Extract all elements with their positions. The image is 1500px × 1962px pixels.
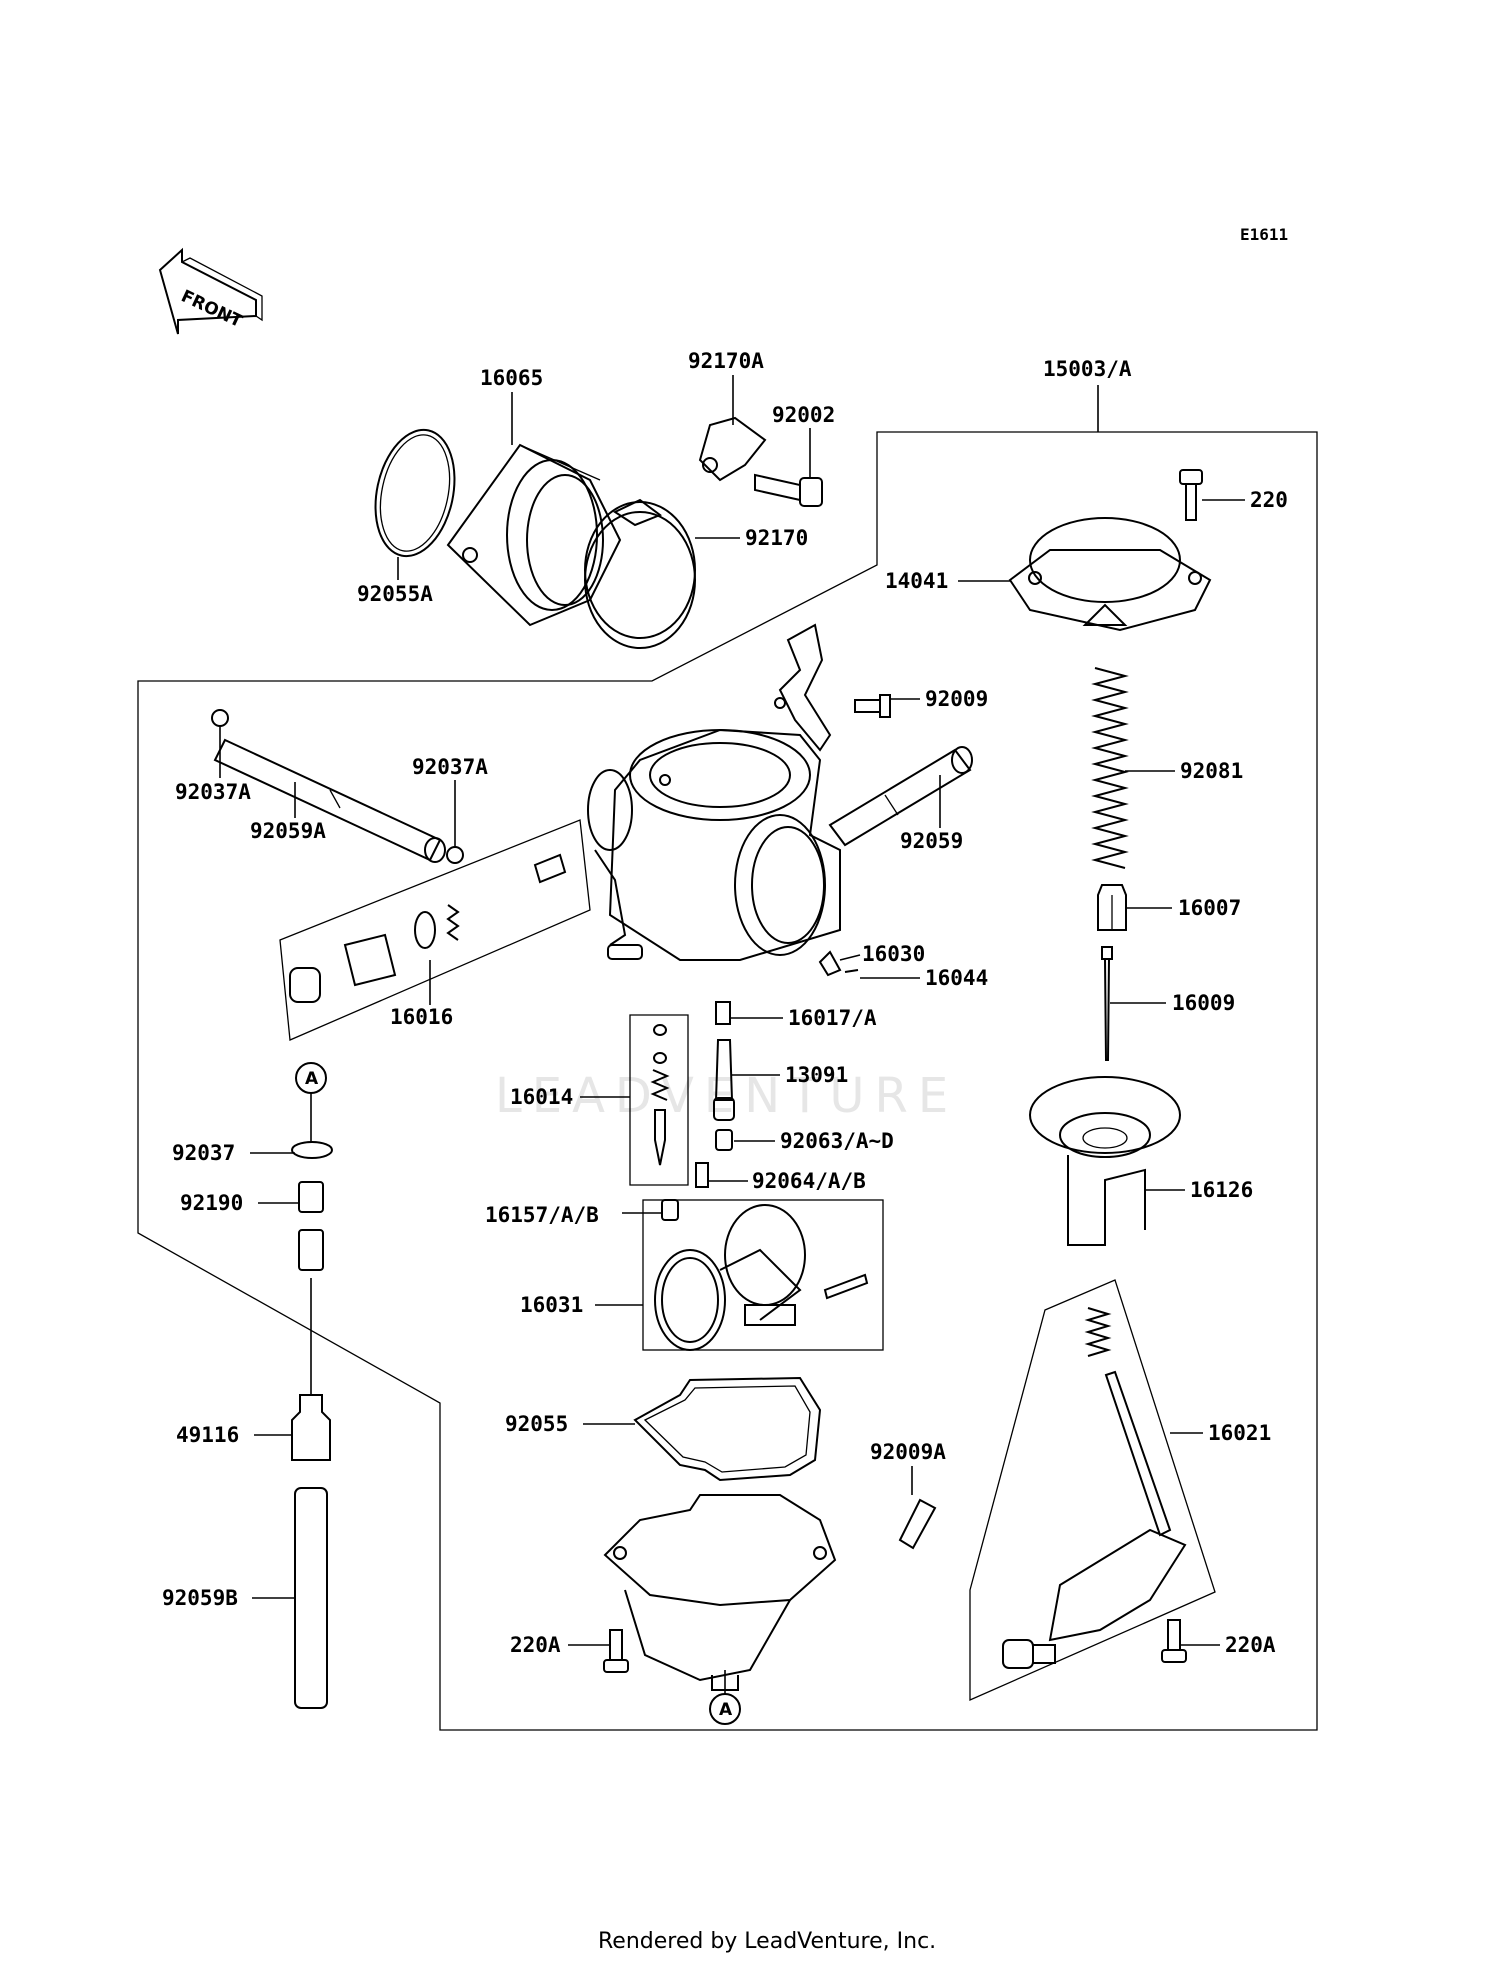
tube-92059A bbox=[213, 738, 446, 863]
label-16044: 16044 bbox=[925, 966, 988, 990]
label-16021: 16021 bbox=[1208, 1421, 1271, 1445]
label-16126: 16126 bbox=[1190, 1178, 1253, 1202]
label-92055: 92055 bbox=[505, 1412, 568, 1436]
svg-text:A: A bbox=[719, 1700, 733, 1720]
label-16016: 16016 bbox=[390, 1005, 453, 1029]
jet-13091-base bbox=[713, 1097, 735, 1121]
label-92055A: 92055A bbox=[357, 582, 433, 606]
assembly-boundary bbox=[137, 431, 1318, 1731]
drain-tube-assembly bbox=[291, 1141, 333, 1709]
label-16014: 16014 bbox=[510, 1085, 573, 1109]
diagram-code: E1611 bbox=[1240, 225, 1288, 244]
reference-marker-top: A bbox=[295, 1062, 327, 1142]
holder-16065 bbox=[446, 443, 622, 627]
footer-credit: Rendered by LeadVenture, Inc. bbox=[598, 1929, 936, 1954]
label-220A-left: 220A bbox=[510, 1633, 561, 1657]
label-92064: 92064/A/B bbox=[752, 1169, 866, 1193]
label-92170A: 92170A bbox=[688, 349, 764, 373]
label-16065: 16065 bbox=[480, 366, 543, 390]
label-92037A-left: 92037A bbox=[175, 780, 251, 804]
label-16007: 16007 bbox=[1178, 896, 1241, 920]
throttle-stop-16021 bbox=[969, 1279, 1216, 1701]
reference-marker-bottom: A bbox=[709, 1670, 741, 1725]
label-220: 220 bbox=[1250, 488, 1288, 512]
label-16031: 16031 bbox=[520, 1293, 583, 1317]
label-14041: 14041 bbox=[885, 569, 948, 593]
starter-plunger-16016 bbox=[279, 819, 591, 1041]
gasket-92055-inner bbox=[643, 1385, 811, 1473]
clip-92037A-left bbox=[211, 709, 229, 727]
bracket-92009 bbox=[778, 623, 891, 752]
jet-92064 bbox=[695, 1162, 709, 1188]
label-92002: 92002 bbox=[772, 403, 835, 427]
label-49116: 49116 bbox=[176, 1423, 239, 1447]
label-16009: 16009 bbox=[1172, 991, 1235, 1015]
needle-16009 bbox=[1101, 946, 1113, 1061]
adapter-16031 bbox=[642, 1199, 884, 1351]
label-92037A-right: 92037A bbox=[412, 755, 488, 779]
label-220A-right: 220A bbox=[1225, 1633, 1276, 1657]
front-arrow-label: FRONT bbox=[178, 286, 246, 332]
label-92063: 92063/A~D bbox=[780, 1129, 894, 1153]
label-92059B: 92059B bbox=[162, 1586, 238, 1610]
leader-16030 bbox=[839, 954, 861, 961]
jet-13091 bbox=[714, 1039, 734, 1101]
diaphragm-16126 bbox=[1029, 1076, 1181, 1246]
label-92170: 92170 bbox=[745, 526, 808, 550]
gasket-92055 bbox=[633, 1376, 822, 1482]
screw-220A-left bbox=[603, 1629, 629, 1673]
label-16157: 16157/A/B bbox=[485, 1203, 599, 1227]
jet-holder-16030 bbox=[818, 950, 842, 977]
o-ring-92055A bbox=[374, 428, 456, 558]
screw-92009A bbox=[898, 1498, 937, 1550]
carburetor-body bbox=[587, 697, 841, 961]
bracket-92170A bbox=[698, 416, 767, 482]
cap-14041 bbox=[1008, 517, 1212, 632]
washer-16044 bbox=[844, 969, 859, 973]
tube-92059 bbox=[828, 746, 973, 847]
svg-text:A: A bbox=[305, 1069, 319, 1089]
label-92037: 92037 bbox=[172, 1141, 235, 1165]
bolt-92002 bbox=[754, 473, 823, 507]
jet-16157 bbox=[661, 1199, 679, 1221]
label-16017: 16017/A bbox=[788, 1006, 877, 1030]
label-92081: 92081 bbox=[1180, 759, 1243, 783]
clip-92037A-right bbox=[446, 846, 464, 864]
clamp-92170 bbox=[584, 498, 696, 649]
jet-92063 bbox=[715, 1129, 733, 1151]
screw-220A-right bbox=[1161, 1619, 1187, 1663]
label-16030: 16030 bbox=[862, 942, 925, 966]
screw-220 bbox=[1179, 469, 1203, 521]
jet-set-16014 bbox=[629, 1014, 689, 1186]
label-92009: 92009 bbox=[925, 687, 988, 711]
spring-92081 bbox=[1091, 667, 1129, 869]
watermark: LEADVENTURE bbox=[495, 1068, 958, 1124]
label-92059: 92059 bbox=[900, 829, 963, 853]
label-92059A: 92059A bbox=[250, 819, 326, 843]
label-92190: 92190 bbox=[180, 1191, 243, 1215]
label-15003: 15003/A bbox=[1043, 357, 1132, 381]
holder-16007 bbox=[1097, 884, 1127, 931]
label-92009A: 92009A bbox=[870, 1440, 946, 1464]
float-bowl bbox=[603, 1494, 837, 1691]
label-13091: 13091 bbox=[785, 1063, 848, 1087]
jet-16017 bbox=[715, 1001, 731, 1025]
front-arrow-icon: FRONT bbox=[158, 247, 263, 335]
